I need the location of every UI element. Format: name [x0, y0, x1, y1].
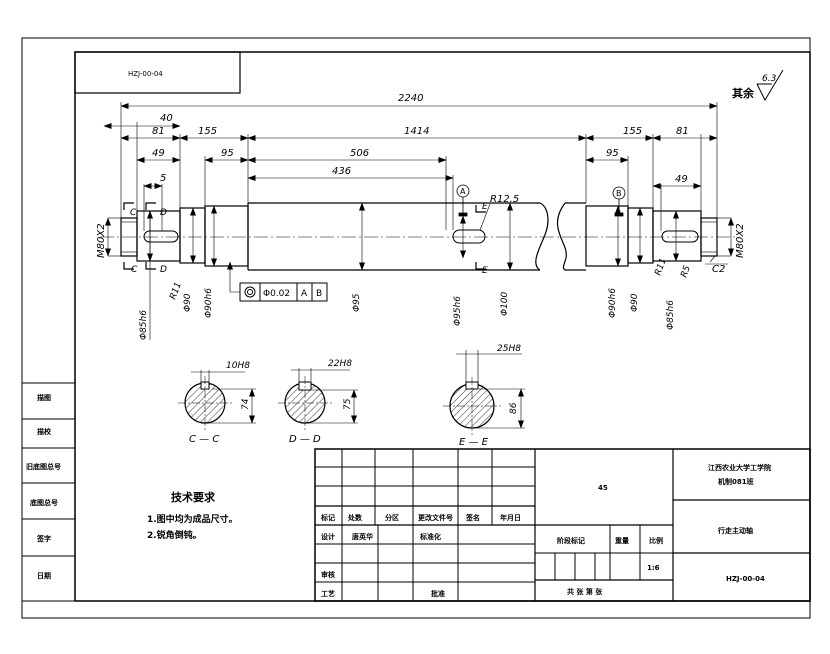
dim-m80-right: M80X2	[735, 223, 746, 258]
tb-scale-label: 比例	[649, 536, 663, 545]
tb-org-line2: 机制081班	[718, 477, 754, 486]
dim-dia95: Φ95	[352, 293, 362, 312]
cut-label-e-bottom: E	[482, 266, 488, 276]
tb-hdr-doc: 更改文件号	[418, 513, 453, 522]
dim-r11-left: R11	[168, 281, 183, 301]
dim-155-left: 155	[198, 126, 217, 137]
tb-hdr-count: 处数	[347, 513, 363, 522]
dim-dia85-right: Φ85h6	[666, 300, 676, 330]
section-cut-marks	[123, 202, 486, 270]
dimension-lines	[103, 102, 718, 231]
dim-dia90-left: Φ90	[183, 293, 193, 312]
tb-hdr-sign: 签名	[465, 513, 480, 522]
section-d-label: D — D	[289, 434, 321, 445]
section-d-depth: 75	[343, 398, 353, 410]
dim-95-left: 95	[221, 148, 234, 159]
tolerance-frame: Φ0.02 A B	[227, 261, 328, 302]
tb-scale: 1:6	[647, 564, 660, 572]
side-label-table	[21, 382, 76, 602]
tb-std-label: 标准化	[419, 532, 441, 541]
side-label-base: 底图总号	[30, 498, 58, 507]
datum-markers	[456, 184, 626, 217]
dim-r11-right: R11	[653, 257, 668, 277]
dim-dia95h6: Φ95h6	[453, 296, 463, 326]
tb-designer: 唐英华	[352, 532, 373, 541]
section-c-key: 10H8	[226, 361, 250, 371]
dim-r12-5: R12.5	[490, 194, 519, 205]
dim-155-right: 155	[623, 126, 642, 137]
tb-hdr-mark: 标记	[320, 513, 335, 522]
code-top: HZJ-00-04	[128, 70, 163, 78]
dim-m80-left: M80X2	[96, 223, 107, 258]
dim-dia90-right: Φ90	[630, 293, 640, 312]
shaft-outline	[120, 202, 718, 271]
keyways	[143, 229, 699, 244]
section-e-label: E — E	[459, 437, 489, 448]
side-label-trace-check: 描校	[37, 427, 52, 436]
section-d-key: 22H8	[328, 359, 352, 369]
roughness-note: 其余	[732, 86, 755, 100]
dim-436: 436	[332, 166, 351, 177]
cut-label-d-bottom: D	[160, 265, 167, 275]
tb-drawing-no: HZJ-00-04	[726, 575, 765, 583]
tech-req-title: 技术要求	[171, 490, 216, 504]
tb-org-line1: 江西农业大学工学院	[708, 463, 771, 472]
tolerance-datum-b: B	[316, 289, 322, 299]
tech-req-item-1: 1.图中均为成品尺寸。	[147, 513, 238, 525]
dim-dia85-left: Φ85h6	[139, 310, 149, 340]
side-label-trace: 描图	[37, 393, 51, 402]
section-c-label: C — C	[189, 434, 219, 445]
dim-5: 5	[160, 173, 166, 184]
tb-stage-label: 阶段标记	[557, 536, 585, 545]
tb-hdr-date: 年月日	[500, 513, 521, 522]
dim-95-right: 95	[606, 148, 619, 159]
side-label-old-base: 旧底图总号	[26, 462, 61, 471]
dim-c2: C2	[712, 264, 725, 275]
cut-label-c-bottom: C	[131, 265, 138, 275]
tb-hdr-zone: 分区	[385, 513, 399, 522]
section-e-depth: 86	[509, 402, 519, 414]
tolerance-datum-a: A	[301, 289, 308, 299]
tb-approve-label: 批准	[431, 589, 445, 598]
dim-r5: R5	[679, 264, 693, 279]
dim-dia100: Φ100	[500, 291, 510, 316]
dim-40: 40	[160, 113, 173, 124]
section-c-depth: 74	[241, 398, 251, 410]
tb-weight-label: 重量	[615, 536, 629, 545]
section-e-key: 25H8	[497, 344, 521, 354]
cut-label-e-top: E	[482, 202, 488, 212]
section-view-c: 10H8 74 C — C	[178, 361, 256, 445]
tb-design-label: 设计	[321, 532, 335, 541]
datum-b: B	[616, 189, 622, 198]
section-view-e: 25H8 86 E — E	[443, 344, 525, 448]
code-box: HZJ-00-04	[74, 51, 241, 94]
tb-material: 45	[598, 484, 608, 492]
tb-craft-label: 工艺	[321, 589, 335, 598]
cut-label-c-top: C	[130, 208, 137, 218]
dim-81-right: 81	[676, 126, 689, 137]
tb-part-name: 行走主动轴	[717, 526, 753, 535]
side-label-sign: 签字	[36, 534, 51, 543]
dim-506: 506	[350, 148, 369, 159]
dim-49-right: 49	[675, 174, 688, 185]
cut-label-d-top: D	[160, 208, 167, 218]
section-view-d: 22H8 75 D — D	[278, 359, 358, 445]
roughness-value: 6.3	[762, 74, 777, 84]
datum-a: A	[460, 187, 466, 196]
tb-review-label: 审核	[321, 570, 335, 579]
side-label-date: 日期	[37, 571, 51, 580]
dim-81-left: 81	[152, 126, 165, 137]
technical-requirements: 技术要求 1.图中均为成品尺寸。 2.锐角倒钝。	[147, 490, 238, 541]
title-block	[314, 448, 811, 602]
dim-1414: 1414	[404, 126, 429, 137]
tech-req-item-2: 2.锐角倒钝。	[147, 529, 202, 541]
dim-dia90h6-left: Φ90h6	[204, 288, 214, 318]
roughness-symbol: 其余 6.3	[732, 69, 784, 102]
tolerance-value: Φ0.02	[263, 289, 290, 299]
tb-sheets: 共 张 第 张	[567, 587, 603, 596]
dim-total: 2240	[398, 93, 423, 104]
dim-49-left: 49	[152, 148, 165, 159]
dim-dia90h6-right: Φ90h6	[608, 288, 618, 318]
